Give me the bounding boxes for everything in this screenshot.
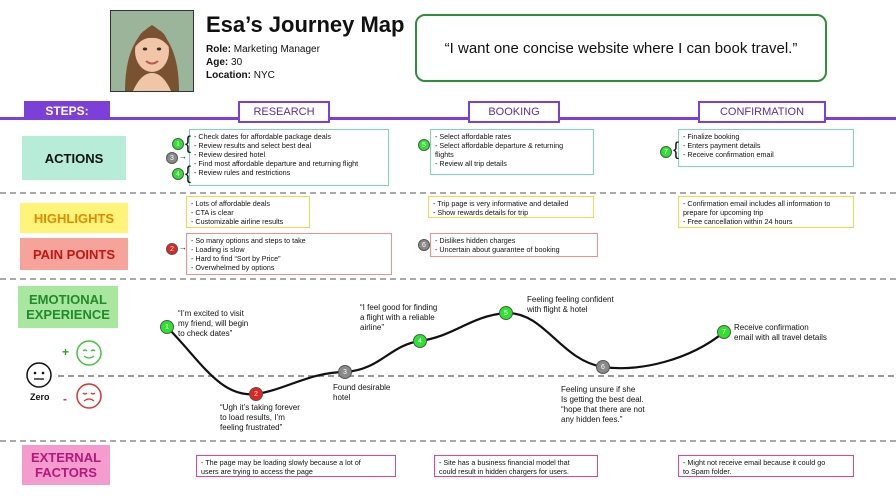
arrow-icon: → — [179, 243, 187, 252]
negative-sign: - — [63, 392, 67, 406]
pain-research-box: - So many options and steps to take - Lo… — [186, 233, 392, 275]
page-title: Esa’s Journey Map — [206, 12, 405, 37]
step-marker-2: 2 — [166, 243, 178, 255]
steps-divider — [0, 117, 896, 120]
phase-research: RESEARCH — [238, 101, 330, 123]
highlights-research-box: - Lots of affordable deals - CTA is clea… — [186, 196, 310, 228]
bracket-icon: { — [673, 139, 680, 159]
actions-confirmation-box: - Finalize booking - Enters payment deta… — [678, 129, 854, 167]
phase-confirmation: CONFIRMATION — [698, 101, 826, 123]
actions-research-box: - Check dates for affordable package dea… — [189, 129, 389, 186]
persona-photo — [110, 10, 194, 92]
step-marker-5: 5 — [418, 139, 430, 151]
bracket-icon: { — [185, 163, 192, 183]
bracket-icon: { — [185, 133, 192, 153]
emotion-point-3: 3 — [338, 365, 352, 379]
step-marker-6: 6 — [418, 239, 430, 251]
persona-quote: “I want one concise website where I can … — [415, 14, 827, 82]
arrow-icon: → — [179, 152, 187, 161]
emotion-point-2: 2 — [249, 387, 263, 401]
step-marker-1: 1 — [172, 138, 184, 150]
step-marker-4: 4 — [172, 168, 184, 180]
step-marker-3: 3 — [166, 152, 178, 164]
external-research-box: - The page may be loading slowly because… — [196, 455, 396, 477]
separator — [0, 440, 896, 442]
row-label-highlights: HIGHLIGHTS — [20, 203, 128, 233]
age-line: Age: 30 — [206, 57, 243, 68]
emotion-point-1: 1 — [160, 320, 174, 334]
emotion-point-6: 6 — [596, 360, 610, 374]
emotion-point-7: 7 — [717, 325, 731, 339]
row-label-pain-points: PAIN POINTS — [20, 238, 128, 270]
emotion-point-5: 5 — [499, 306, 513, 320]
step-marker-7: 7 — [660, 146, 672, 158]
external-booking-box: - Site has a business financial model th… — [434, 455, 598, 477]
emotion-point-4: 4 — [413, 334, 427, 348]
pain-booking-box: - Dislikes hidden charges - Uncertain ab… — [430, 233, 598, 257]
sad-face-icon — [76, 383, 102, 409]
row-label-actions: ACTIONS — [22, 136, 126, 180]
separator — [0, 278, 896, 280]
highlights-booking-box: - Trip page is very informative and deta… — [428, 196, 594, 218]
zero-label: Zero — [30, 392, 50, 402]
phase-booking: BOOKING — [468, 101, 560, 123]
emotion-curve — [166, 311, 725, 396]
positive-sign: + — [62, 345, 70, 359]
external-confirmation-box: - Might not receive email because it cou… — [678, 455, 854, 477]
actions-booking-box: - Select affordable rates - Select affor… — [430, 129, 594, 175]
separator — [0, 192, 896, 194]
happy-face-icon — [76, 340, 102, 366]
location-line: Location: NYC — [206, 70, 275, 81]
steps-label: STEPS: — [24, 101, 110, 120]
role-line: Role: Marketing Manager — [206, 44, 320, 55]
neutral-face-icon — [26, 362, 52, 388]
highlights-confirmation-box: - Confirmation email includes all inform… — [678, 196, 854, 228]
